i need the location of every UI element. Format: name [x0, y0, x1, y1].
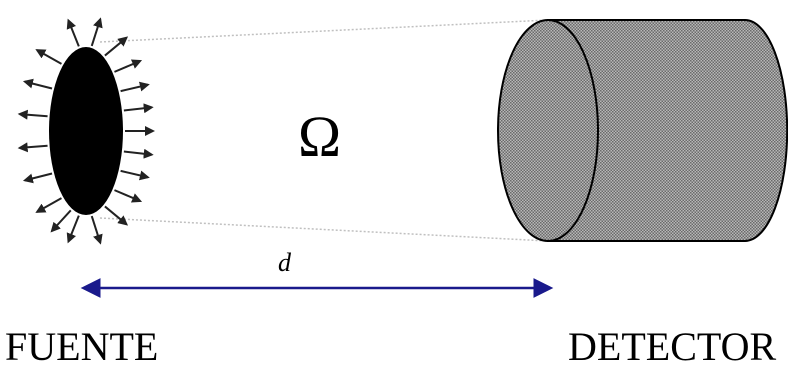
- radiation-arrow: [66, 18, 80, 47]
- detector-front-face: [497, 19, 599, 242]
- detector-body: [547, 19, 788, 242]
- radiation-arrow: [35, 49, 62, 65]
- source-body: [49, 47, 123, 215]
- radiation-arrow: [104, 36, 129, 57]
- solid-angle-symbol: Ω: [298, 104, 342, 169]
- radiation-arrow: [35, 197, 62, 213]
- radiation-arrow: [17, 109, 48, 120]
- radiation-arrow: [50, 209, 72, 233]
- radiation-arrow: [90, 17, 103, 47]
- radiation-arrow: [90, 215, 103, 245]
- radiation-arrow: [123, 148, 154, 159]
- cone-line-top: [99, 19, 549, 43]
- source-label: FUENTE: [5, 324, 159, 369]
- detector-label: DETECTOR: [568, 324, 777, 369]
- radiation-arrows: [17, 17, 155, 245]
- radiation-arrow: [104, 205, 129, 226]
- radiation-arrow: [22, 172, 53, 184]
- radiation-arrow: [17, 142, 48, 153]
- detector-cylinder: [497, 19, 788, 242]
- radiation-arrow: [123, 103, 154, 114]
- radiation-arrow: [114, 189, 143, 203]
- radiation-arrow: [120, 169, 150, 181]
- distance-label: d: [278, 248, 291, 277]
- cone-line-bottom: [99, 217, 549, 242]
- radiation-arrow: [114, 59, 143, 73]
- radiation-arrow: [22, 78, 53, 90]
- radiation-arrow: [66, 215, 80, 244]
- radiation-arrow: [120, 81, 150, 93]
